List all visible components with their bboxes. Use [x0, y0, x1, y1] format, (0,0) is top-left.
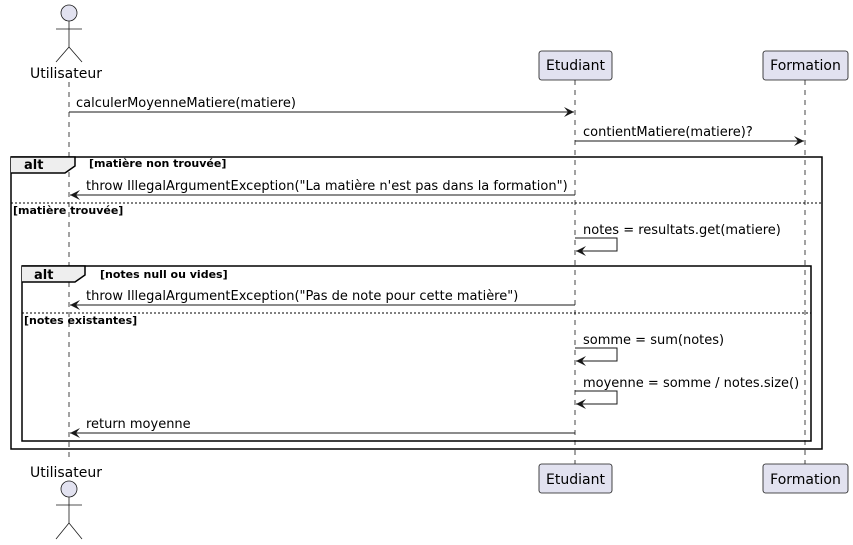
message-label: throw IllegalArgumentException("Pas de n…: [86, 289, 518, 304]
message-throw-matiere: throw IllegalArgumentException("La matiè…: [70, 179, 575, 200]
participant-etudiant-label-bottom: Etudiant: [546, 472, 605, 488]
message-throw-notes: throw IllegalArgumentException("Pas de n…: [70, 289, 575, 310]
message-label: contientMatiere(matiere)?: [583, 125, 753, 140]
participant-etudiant-bottom: Etudiant: [538, 463, 613, 494]
alt-guard-outer-2: [matière trouvée]: [13, 204, 123, 217]
alt-guard-outer-1: [matière non trouvée]: [89, 157, 226, 170]
message-label: somme = sum(notes): [583, 333, 724, 348]
alt-guard-inner-1: [notes null ou vides]: [100, 268, 228, 281]
actor-head: [60, 4, 78, 22]
alt-fragment-outer: alt [matière non trouvée] [matière trouv…: [10, 156, 823, 450]
actor-label-top: Utilisateur: [30, 66, 102, 82]
participant-formation-label-top: Formation: [770, 58, 841, 74]
message-label: return moyenne: [86, 417, 191, 432]
message-moyenne: moyenne = somme / notes.size(): [575, 376, 799, 409]
message-label: moyenne = somme / notes.size(): [583, 376, 799, 391]
message-label: throw IllegalArgumentException("La matiè…: [86, 179, 568, 194]
actor-head: [60, 480, 78, 498]
message-calculer-moyenne: calculerMoyenneMatiere(matiere): [69, 96, 574, 117]
actor-label-bottom: Utilisateur: [30, 465, 102, 481]
alt-guard-inner-2: [notes existantes]: [24, 314, 137, 327]
message-label: calculerMoyenneMatiere(matiere): [76, 96, 296, 111]
participant-etudiant-top: Etudiant: [538, 50, 613, 81]
alt-keyword-outer: alt: [24, 158, 43, 173]
message-return-moyenne: return moyenne: [70, 417, 575, 438]
participant-formation-top: Formation: [762, 50, 849, 81]
participant-formation-bottom: Formation: [762, 463, 849, 494]
message-label: notes = resultats.get(matiere): [583, 223, 781, 238]
participant-formation-label-bottom: Formation: [770, 472, 841, 488]
alt-fragment-inner: alt [notes null ou vides] [notes existan…: [21, 265, 812, 442]
actor-utilisateur-top: Utilisateur: [30, 4, 102, 82]
alt-keyword-inner: alt: [34, 268, 53, 283]
message-notes-get: notes = resultats.get(matiere): [575, 223, 781, 256]
message-somme: somme = sum(notes): [575, 333, 724, 366]
actor-utilisateur-bottom: Utilisateur: [30, 465, 102, 540]
participant-etudiant-label-top: Etudiant: [546, 58, 605, 74]
message-contient-matiere: contientMatiere(matiere)?: [575, 125, 804, 146]
